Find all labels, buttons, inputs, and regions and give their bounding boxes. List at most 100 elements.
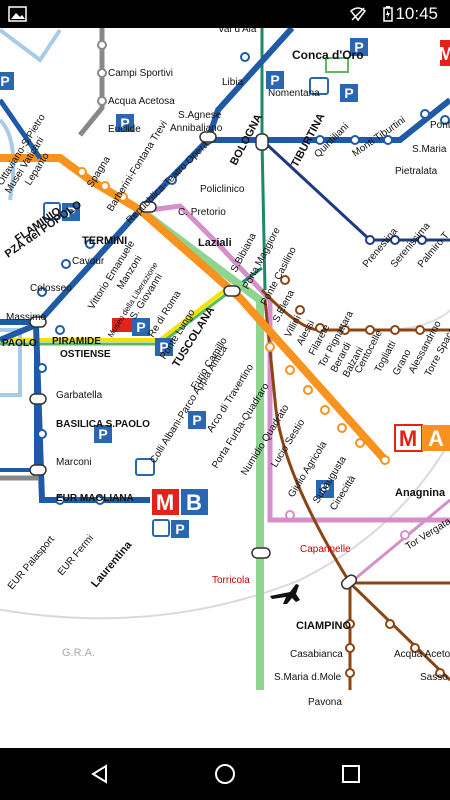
stop-marconi[interactable] (37, 429, 47, 439)
back-icon[interactable] (88, 762, 112, 786)
station-label-eurmag[interactable]: EUR MAGLIANA (56, 493, 134, 504)
stop-pietralata[interactable] (383, 135, 393, 145)
station-label-libia[interactable]: Libia (222, 77, 244, 88)
stop-libia[interactable] (240, 52, 250, 62)
stop-palmiro[interactable] (417, 235, 427, 245)
stop-colli[interactable] (285, 365, 295, 375)
stop-barberini[interactable] (100, 181, 110, 191)
stop-pfurba[interactable] (320, 405, 330, 415)
station-label-laurentina[interactable]: Laurentina (89, 538, 135, 589)
stop-balzani[interactable] (340, 325, 350, 335)
stop-selena[interactable] (280, 275, 290, 285)
station-label-colli[interactable]: Colli Albani-Parco Appia Antica (148, 343, 230, 465)
stop-spagna[interactable] (77, 167, 87, 177)
station-label-paolo[interactable]: PAOLO (2, 338, 37, 349)
stop-sasso2[interactable] (435, 668, 445, 678)
interchange-ciampino[interactable] (340, 573, 359, 591)
stop-ponte[interactable] (440, 115, 450, 125)
station-label-casabianca[interactable]: Casabianca (290, 649, 343, 660)
station-label-cavour[interactable]: Cavour (72, 256, 105, 267)
stop-furio[interactable] (265, 342, 275, 352)
stop-capannelle[interactable] (285, 510, 295, 520)
stop-alessi[interactable] (295, 305, 305, 315)
station-label-ciampino[interactable]: CIAMPINO (296, 620, 351, 632)
stop-pretorio[interactable] (167, 175, 177, 185)
station-label-valdala[interactable]: Val d'Ala (218, 28, 257, 35)
station-label-gra[interactable]: G.R.A. (62, 647, 95, 659)
interchange-bologna[interactable] (199, 131, 217, 143)
station-label-massimo[interactable]: Massimo (6, 312, 46, 323)
station-label-marconi[interactable]: Marconi (56, 457, 92, 468)
station-label-sagnese[interactable]: S.Agnese (178, 110, 222, 121)
stop-sasso[interactable] (410, 643, 420, 653)
stop-smariamole[interactable] (345, 643, 355, 653)
stop-euclide[interactable] (97, 96, 107, 106)
stop-lucio[interactable] (355, 438, 365, 448)
station-label-smaria[interactable]: S.Maria (412, 144, 447, 155)
interchange-piramide[interactable] (29, 316, 47, 328)
stop-numidio[interactable] (337, 423, 347, 433)
interchange-torricola[interactable] (251, 547, 271, 559)
station-label-garbatella[interactable]: Garbatella (56, 390, 103, 401)
station-label-acquaacet[interactable]: Acqua Aceto (394, 649, 450, 660)
station-label-acqua[interactable]: Acqua Acetosa (108, 96, 175, 107)
stop-eurfermi[interactable] (95, 495, 105, 505)
interchange-tuscolana[interactable] (223, 285, 241, 297)
interchange-tiburtina[interactable] (255, 133, 269, 151)
station-label-annib[interactable]: Annibaliano (170, 123, 223, 134)
station-label-campi[interactable]: Campi Sportivi (108, 68, 173, 79)
station-label-capannelle[interactable]: Capannelle (300, 544, 351, 555)
stop-cavour[interactable] (85, 239, 95, 249)
stop-colosseo[interactable] (61, 259, 71, 269)
stop-campi[interactable] (97, 40, 107, 50)
station-label-euclide[interactable]: Euclide (108, 124, 141, 135)
station-label-anagnina[interactable]: Anagnina (395, 487, 446, 499)
station-label-eurfermi[interactable]: EUR Fermi (56, 533, 96, 578)
interchange-termini[interactable] (139, 201, 157, 213)
stop-centocelle[interactable] (365, 325, 375, 335)
stop-arco[interactable] (303, 385, 313, 395)
stop-eurpalasport[interactable] (55, 495, 65, 505)
stop-berardi[interactable] (315, 323, 325, 333)
station-label-colosseo[interactable]: Colosseo (30, 283, 72, 294)
stop-torvergata[interactable] (400, 530, 410, 540)
station-label-pretorio[interactable]: C. Pretorio (178, 207, 226, 218)
station-label-pavona[interactable]: Pavona (308, 697, 342, 708)
station-label-basilica[interactable]: BASILICA S.PAOLO (56, 419, 150, 430)
station-label-nomentana[interactable]: Nomentana (268, 88, 320, 99)
interchange-eurmag[interactable] (29, 464, 47, 476)
home-icon[interactable] (213, 762, 237, 786)
stop-pavona[interactable] (345, 668, 355, 678)
stop-montitib[interactable] (350, 135, 360, 145)
stop-alessandrino[interactable] (415, 325, 425, 335)
station-label-sasso[interactable]: Sasso (420, 672, 448, 683)
stop-smaria[interactable] (420, 109, 430, 119)
station-label-torricola[interactable]: Torricola (212, 575, 250, 586)
stop-serenissima[interactable] (390, 235, 400, 245)
stop-quintiliani[interactable] (315, 135, 325, 145)
stop-casabianca[interactable] (345, 619, 355, 629)
station-label-eurpalasport[interactable]: EUR Palasport (6, 534, 57, 592)
stop-garbatella[interactable] (37, 363, 47, 373)
station-label-termini[interactable]: TERMINI (82, 235, 127, 247)
station-label-piramide[interactable]: PIRAMIDE (52, 336, 101, 347)
station-label-ponte[interactable]: Ponte (430, 120, 450, 131)
station-label-policlinico[interactable]: Policlinico (200, 184, 245, 195)
recents-icon[interactable] (339, 762, 363, 786)
metro-map[interactable]: P P P P P P P P P P P P M A (0, 28, 450, 748)
stop-massimo[interactable] (37, 287, 47, 297)
map-svg[interactable]: P P P P P P P P P P P P M A (0, 28, 450, 748)
stop-acqua[interactable] (97, 68, 107, 78)
stop-acquaacet[interactable] (385, 619, 395, 629)
station-label-laziali[interactable]: Laziali (198, 237, 232, 249)
station-label-pietralata[interactable]: Pietralata (395, 166, 438, 177)
station-label-smariamole[interactable]: S.Maria d.Mole (274, 672, 342, 683)
stop-piramide-b[interactable] (55, 325, 65, 335)
stop-anagnina[interactable] (380, 455, 390, 465)
stop-repubblica[interactable] (118, 192, 128, 202)
stop-prenestina[interactable] (365, 235, 375, 245)
stop-togliatti[interactable] (390, 325, 400, 335)
station-label-conca[interactable]: Conca d'Oro (292, 48, 364, 62)
interchange-basilica[interactable] (29, 393, 47, 405)
station-label-ostiense[interactable]: OSTIENSE (60, 349, 111, 360)
